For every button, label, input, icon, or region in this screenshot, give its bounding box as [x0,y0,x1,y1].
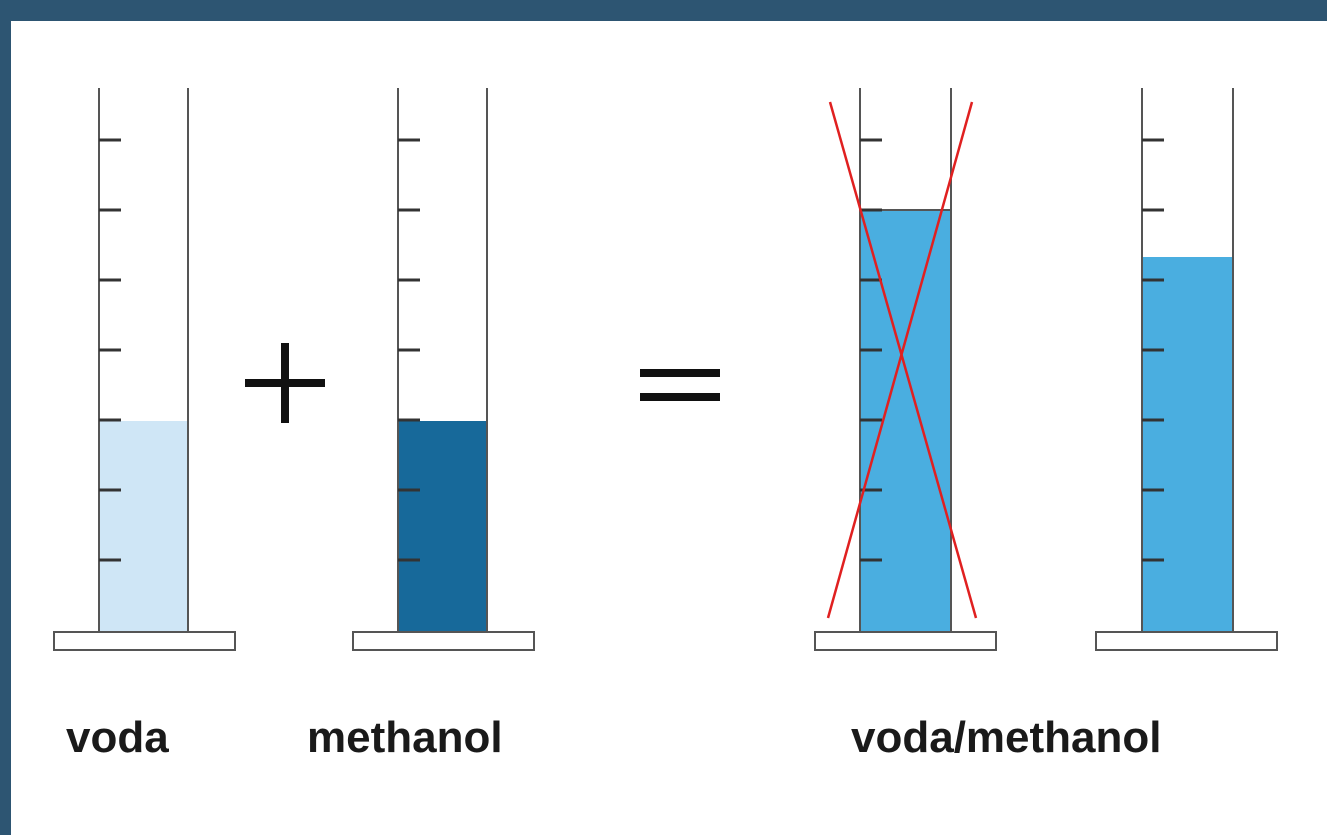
equals-sign [640,369,720,401]
cross-out-mark [826,101,978,619]
plus-sign [245,343,325,423]
diagram-panel [11,21,1327,835]
cylinder-mixture-actual-liquid [1142,257,1233,632]
cylinder-mixture-actual [1095,88,1278,651]
cylinder-water-base [53,631,236,651]
cylinder-water [53,88,236,651]
cylinder-mixture-actual-ticks [1142,138,1164,562]
cylinder-methanol-ticks [398,138,420,562]
cylinder-mixture-expected [814,88,997,651]
label-water: voda [66,713,169,762]
cylinder-methanol-base [352,631,535,651]
cylinder-water-ticks [99,138,121,562]
cylinder-water-liquid [99,421,188,632]
cylinder-mixture-expected-base [814,631,997,651]
cylinder-mixture-actual-base [1095,631,1278,651]
cylinder-methanol [352,88,535,651]
cylinder-methanol-liquid [398,421,487,632]
label-methanol: methanol [307,713,503,762]
cylinder-mixture-expected-ticks [860,138,882,562]
label-mixture: voda/methanol [851,713,1162,762]
